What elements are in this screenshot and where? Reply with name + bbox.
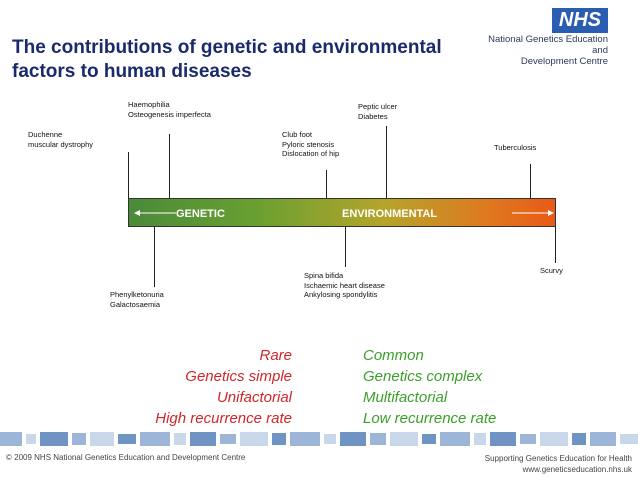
label-line: Scurvy — [540, 266, 563, 275]
tick-peptic-ulcer — [386, 126, 387, 198]
org-line-1: National Genetics Education and — [488, 34, 608, 56]
footer-credit: Supporting Genetics Education for Health… — [485, 453, 632, 475]
label-line: Pyloric stenosis — [282, 139, 335, 149]
label-line: Osteogenesis imperfecta — [128, 109, 211, 119]
tick-scurvy — [555, 227, 556, 263]
genetic-properties: Rare Genetics simple Unifactorial High r… — [110, 345, 292, 429]
footer-credit-line-2: www.geneticseducation.nhs.uk — [522, 465, 632, 474]
label-line: Duchenne — [28, 130, 63, 139]
label-line: Club foot — [282, 130, 313, 139]
label-scurvy: Scurvy — [540, 266, 563, 276]
label-line: Spina bifida — [304, 271, 344, 280]
tick-spina-bifida — [345, 227, 346, 267]
arrow-right-icon — [512, 210, 554, 216]
label-line: Haemophilia — [128, 100, 170, 109]
label-line: Tuberculosis — [494, 143, 537, 152]
label-line: Ischaemic heart disease — [304, 280, 385, 290]
label-line: Ankylosing spondylitis — [304, 290, 378, 299]
genetic-property: Unifactorial — [216, 389, 292, 406]
label-line: Peptic ulcer — [358, 102, 398, 111]
genetic-environmental-bar — [128, 198, 556, 227]
genetic-property: High recurrence rate — [155, 410, 292, 427]
org-name: National Genetics Education and Developm… — [470, 34, 608, 67]
environmental-property: Multifactorial — [363, 389, 448, 406]
bar-label-environmental: ENVIRONMENTAL — [342, 208, 438, 220]
label-phenylketonuria: Phenylketonuria Galactosaemia — [110, 290, 164, 309]
label-line: Diabetes — [358, 111, 388, 121]
genetic-property: Rare — [259, 347, 292, 364]
environmental-property: Low recurrence rate — [363, 410, 497, 427]
page-title: The contributions of genetic and environ… — [12, 37, 442, 82]
label-haemophilia: Haemophilia Osteogenesis imperfecta — [128, 100, 211, 119]
footer-credit-line-1: Supporting Genetics Education for Health — [484, 454, 632, 463]
label-spina-bifida: Spina bifida Ischaemic heart disease Ank… — [304, 271, 385, 300]
environmental-property: Genetics complex — [363, 368, 483, 385]
nhs-logo: NHS — [552, 8, 608, 33]
label-peptic-ulcer: Peptic ulcer Diabetes — [358, 102, 397, 121]
tick-club-foot — [326, 170, 327, 198]
label-club-foot: Club foot Pyloric stenosis Dislocation o… — [282, 130, 339, 159]
tick-phenylketonuria — [154, 227, 155, 287]
environmental-properties: Common Genetics complex Multifactorial L… — [363, 345, 563, 429]
bar-label-genetic: GENETIC — [176, 208, 225, 220]
org-line-2: Development Centre — [520, 56, 608, 67]
footer-pattern — [0, 430, 638, 448]
label-line: Dislocation of hip — [282, 149, 340, 158]
label-line: Phenylketonuria — [110, 290, 164, 299]
tick-haemophilia — [169, 134, 170, 198]
label-tuberculosis: Tuberculosis — [494, 143, 536, 153]
label-line: muscular dystrophy — [28, 139, 94, 149]
label-line: Galactosaemia — [110, 299, 161, 309]
environmental-property: Common — [363, 347, 424, 364]
label-duchenne: Duchenne muscular dystrophy — [28, 130, 93, 149]
arrow-left-icon — [134, 210, 176, 216]
tick-tuberculosis — [530, 164, 531, 198]
footer-copyright: © 2009 NHS National Genetics Education a… — [6, 453, 246, 462]
tick-duchenne — [128, 152, 129, 198]
genetic-property: Genetics simple — [185, 368, 292, 385]
